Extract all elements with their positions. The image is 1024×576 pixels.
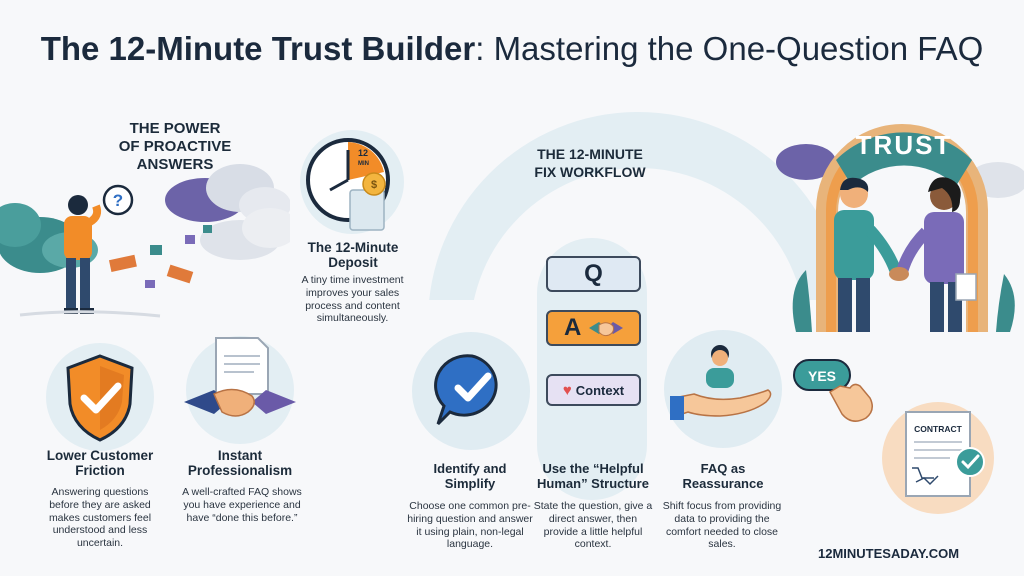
- thinking-person-illustration: ?: [0, 164, 290, 318]
- trust-arch-illustration: TRUST: [776, 124, 1024, 332]
- pointing-hand-icon: [828, 383, 873, 422]
- answer-box: A: [546, 310, 641, 346]
- svg-text:$: $: [371, 179, 377, 191]
- workflow-heading-line1: THE 12-MINUTE: [537, 146, 643, 162]
- step1-body: Choose one common pre-hiring question an…: [407, 500, 533, 551]
- step2-heading: Use the “Helpful Human” Structure: [528, 461, 658, 491]
- shield-check-icon: [66, 354, 134, 442]
- friction-illustration: [46, 343, 154, 451]
- handshake-icon: [889, 267, 909, 281]
- power-heading: THE POWER OF PROACTIVE ANSWERS: [80, 120, 270, 174]
- trust-arch: [816, 124, 988, 332]
- yes-button: YES: [793, 359, 851, 391]
- footer-url[interactable]: 12MINUTESADAY.COM: [818, 546, 960, 561]
- handshake-icon: [184, 388, 296, 417]
- step3-heading: FAQ as Reassurance: [660, 461, 786, 491]
- person-icon: [706, 345, 734, 388]
- check-bubble-illustration: [434, 354, 498, 426]
- step3-heading-line2: Reassurance: [682, 475, 764, 491]
- context-label: Context: [575, 382, 625, 398]
- plant-icon: [792, 270, 1015, 332]
- friction-heading: Lower Customer Friction: [30, 448, 170, 478]
- coin-icon: $: [349, 172, 386, 231]
- handshake-icon: [589, 322, 624, 337]
- contract-illustration: CONTRACT: [882, 402, 994, 514]
- step1-heading: Identify and Simplify: [408, 461, 532, 491]
- title-bold: The 12-Minute Trust Builder: [40, 30, 476, 67]
- professionalism-heading-line2: Professionalism: [187, 463, 293, 479]
- professionalism-heading-line1: Instant: [217, 448, 263, 463]
- step1-heading-line1: Identify and: [433, 461, 507, 476]
- professionalism-body: A well-crafted FAQ shows you have experi…: [182, 486, 302, 524]
- heart-icon: ♥: [562, 381, 572, 399]
- clock-label-min: MIN: [358, 161, 369, 167]
- professionalism-heading: Instant Professionalism: [170, 448, 310, 478]
- professionalism-illustration: [184, 336, 296, 444]
- svg-text:?: ?: [113, 191, 123, 210]
- answer-label: A: [564, 314, 582, 341]
- check-bubble-icon: [434, 354, 498, 426]
- friction-heading-line2: Friction: [75, 463, 125, 479]
- question-bubble-icon: ?: [102, 184, 134, 216]
- workflow-heading-line2: FIX WORKFLOW: [534, 163, 646, 180]
- workflow-heading: THE 12-MINUTE FIX WORKFLOW: [510, 146, 670, 181]
- step3-heading-line1: FAQ as: [700, 461, 746, 476]
- friction-heading-line1: Lower Customer: [46, 448, 154, 463]
- document-icon: [215, 337, 269, 395]
- clock-label-minutes: 12: [358, 148, 368, 158]
- power-heading-line3: ANSWERS: [136, 156, 214, 173]
- cloud-icon: [200, 208, 290, 260]
- deposit-heading: The 12-Minute Deposit: [288, 240, 418, 270]
- page-title: The 12-Minute Trust Builder: Mastering t…: [0, 30, 1024, 68]
- deposit-heading-line1: The 12-Minute: [307, 240, 399, 255]
- deposit-heading-line2: Deposit: [328, 255, 378, 271]
- contract-label: CONTRACT: [914, 424, 962, 434]
- step2-heading-line1: Use the “Helpful: [542, 461, 644, 476]
- woman-icon: [896, 177, 977, 332]
- check-badge-icon: [955, 447, 985, 477]
- yes-label: YES: [808, 368, 836, 384]
- trust-label: TRUST: [856, 130, 953, 160]
- question-label: Q: [584, 260, 603, 287]
- reassurance-illustration: [670, 345, 772, 420]
- man-icon: [834, 177, 902, 332]
- step2-heading-line2: Human” Structure: [537, 475, 649, 491]
- power-heading-line1: THE POWER: [129, 120, 221, 137]
- title-rest: : Mastering the One-Question FAQ: [475, 30, 984, 67]
- step2-body: State the question, give a direct answer…: [533, 500, 653, 551]
- cart-icon: [912, 467, 934, 479]
- brick-icon: [108, 225, 212, 288]
- question-box: Q: [546, 256, 641, 292]
- step1-heading-line2: Simplify: [444, 475, 496, 491]
- step3-body: Shift focus from providing data to provi…: [662, 500, 782, 551]
- context-box: ♥ Context: [546, 374, 641, 406]
- yes-illustration: YES: [793, 359, 873, 422]
- friction-body: Answering questions before they are aske…: [48, 486, 152, 550]
- clock-deposit-illustration: 12 MIN $: [300, 130, 404, 234]
- power-heading-line2: OF PROACTIVE: [118, 138, 232, 155]
- open-hand-icon: [670, 389, 772, 420]
- deposit-body: A tiny time investment improves your sal…: [301, 274, 404, 325]
